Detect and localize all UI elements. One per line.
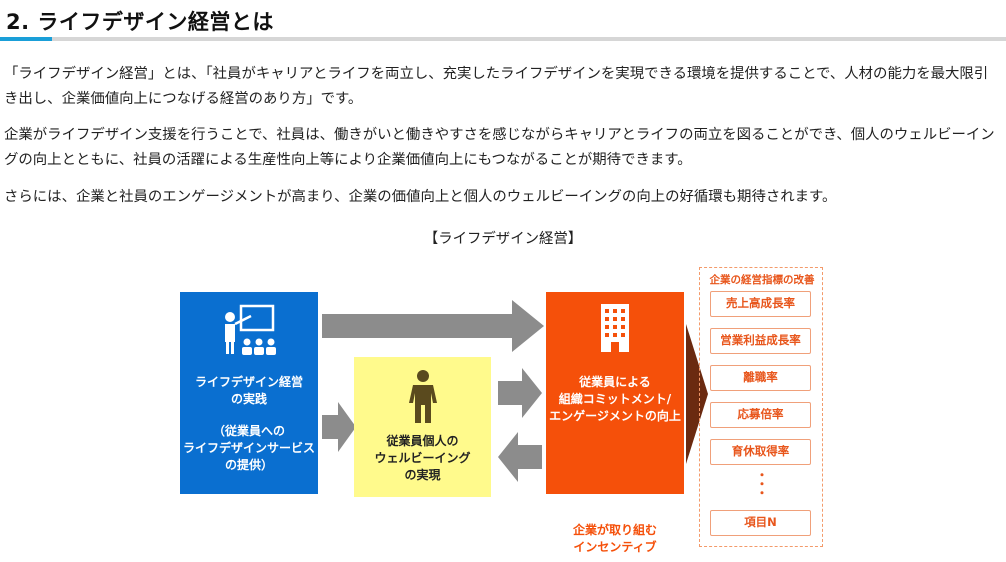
orange-box-line-3: エンゲージメントの向上 [549,409,681,423]
page-title: 2. ライフデザイン経営とは [6,10,274,34]
building-icon [601,304,629,352]
metrics-title: 企業の経営指標の改善 [709,274,815,286]
incentive-line-1: 企業が取り組む [572,523,657,537]
blue-box-sub-3: の提供） [224,458,273,472]
wellbeing-box: 従業員個人の ウェルビーイング の実現 [354,357,491,497]
yellow-box-line-2: ウェルビーイング [374,451,471,465]
paragraph-1: 「ライフデザイン経営」とは、「社員がキャリアとライフを両立し、充実したライフデザ… [4,66,989,107]
metrics-panel: 企業の経営指標の改善 売上高成長率 営業利益成長率 離職率 応募倍率 育休取得率… [699,267,823,547]
yellow-box-line-3: の実現 [404,468,441,482]
paragraph-3: さらには、企業と社員のエンゲージメントが高まり、企業の価値向上と個人のウェルビー… [4,189,837,205]
orange-box-line-2: 組織コミットメント/ [558,392,672,406]
metric-item: 売上高成長率 [710,291,811,317]
person-icon [408,370,437,423]
arrow-left-to-yellow [498,432,542,482]
incentive-line-2: インセンティブ [573,540,657,554]
arrow-to-metrics [686,324,708,464]
blue-box-title-1: ライフデザイン経営 [194,375,303,389]
paragraph-2: 企業がライフデザイン支援を行うことで、社員は、働きがいと働きやすさを感じながらキ… [4,127,995,168]
metric-item: 応募倍率 [710,402,811,428]
engagement-box: 従業員による 組織コミットメント/ エンゲージメントの向上 [546,292,684,494]
arrow-right-to-yellow [322,402,356,452]
title-underline [0,37,1006,41]
metrics-ellipsis: ・ ・ ・ [755,468,768,500]
metric-item: 離職率 [710,365,811,391]
life-design-practice-box: ライフデザイン経営 の実践 （従業員への ライフデザインサービス の提供） [180,292,318,494]
arrow-right-top [322,300,544,352]
presentation-icon [225,304,276,355]
metric-item-last: 項目N [710,510,811,536]
blue-box-sub-2: ライフデザインサービス [182,441,315,455]
metric-item: 育休取得率 [710,439,811,465]
arrow-right-to-orange [498,368,542,418]
orange-box-line-1: 従業員による [579,375,651,389]
incentive-label: 企業が取り組む インセンティブ [548,522,682,556]
title-underline-accent [0,37,52,41]
diagram-caption: 【ライフデザイン経営】 [423,231,583,247]
blue-box-title-2: の実践 [230,392,267,406]
metric-item: 営業利益成長率 [710,328,811,354]
blue-box-sub-1: （従業員への [212,424,285,438]
yellow-box-line-1: 従業員個人の [386,434,459,448]
